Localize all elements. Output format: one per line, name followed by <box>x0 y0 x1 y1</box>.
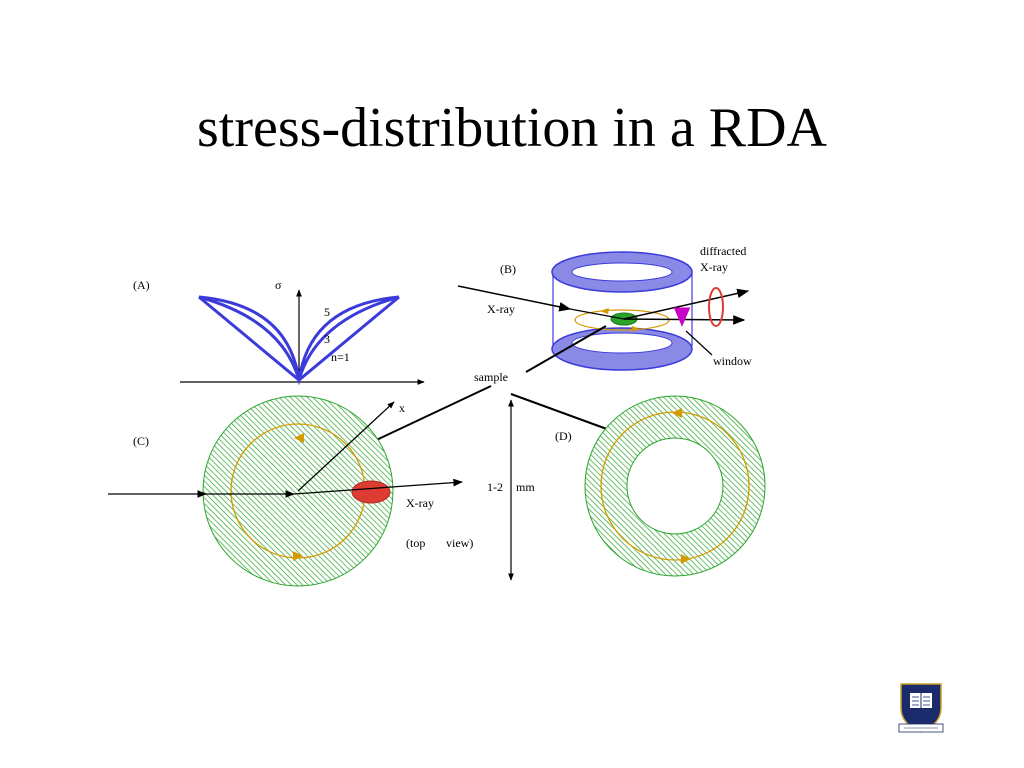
diffracted-ray-upper <box>623 288 750 320</box>
panel-a: (A) σ 5 3 n=1 <box>133 278 425 386</box>
panel-c: (C) x X-ray (top view) <box>108 395 473 587</box>
panel-c-view-label: view) <box>446 536 473 550</box>
panel-b-tag: (B) <box>500 262 516 276</box>
sample-label: sample <box>474 370 508 384</box>
panel-c-top-label: (top <box>406 536 425 550</box>
panel-a-tag: (A) <box>133 278 150 292</box>
scale-bar: 1-2 mm <box>487 399 535 581</box>
window-pointer <box>685 330 713 356</box>
sample-to-b-line <box>525 325 607 373</box>
sample-connector: sample <box>369 325 616 444</box>
x-axis-label: x <box>399 401 405 415</box>
scale-size-label: 1-2 <box>487 480 503 494</box>
panel-b: (B) X-ray diffracted X-ray window <box>457 244 752 371</box>
slide-title: stress-distribution in a RDA <box>197 97 827 159</box>
diffraction-spot <box>351 480 391 504</box>
curve-label-n1: n=1 <box>331 350 350 364</box>
x-axis-arrow <box>297 401 395 492</box>
annular-sample-ring <box>584 395 766 577</box>
curve-label-3: 3 <box>324 332 330 346</box>
diffracted-xray-label: X-ray <box>700 260 728 274</box>
panel-d-tag: (D) <box>555 429 572 443</box>
incoming-xray-beam <box>457 285 572 312</box>
scale-unit-label: mm <box>516 480 535 494</box>
curve-label-5: 5 <box>324 305 330 319</box>
diffracted-label: diffracted <box>700 244 746 258</box>
panel-c-beam-out <box>293 478 463 495</box>
sample-to-c-line <box>369 385 492 444</box>
yale-shield-logo <box>898 683 944 733</box>
panel-b-xray-label: X-ray <box>487 302 515 316</box>
panel-a-sigma-label: σ <box>275 278 282 292</box>
panel-c-tag: (C) <box>133 434 149 448</box>
window-label: window <box>713 354 752 368</box>
panel-c-xray-label: X-ray <box>406 496 434 510</box>
panel-d: (D) <box>555 395 766 577</box>
window-marker <box>673 307 691 327</box>
diffraction-cone <box>708 287 724 327</box>
sample-to-d-line <box>510 393 616 433</box>
curve-n5 <box>198 295 400 381</box>
